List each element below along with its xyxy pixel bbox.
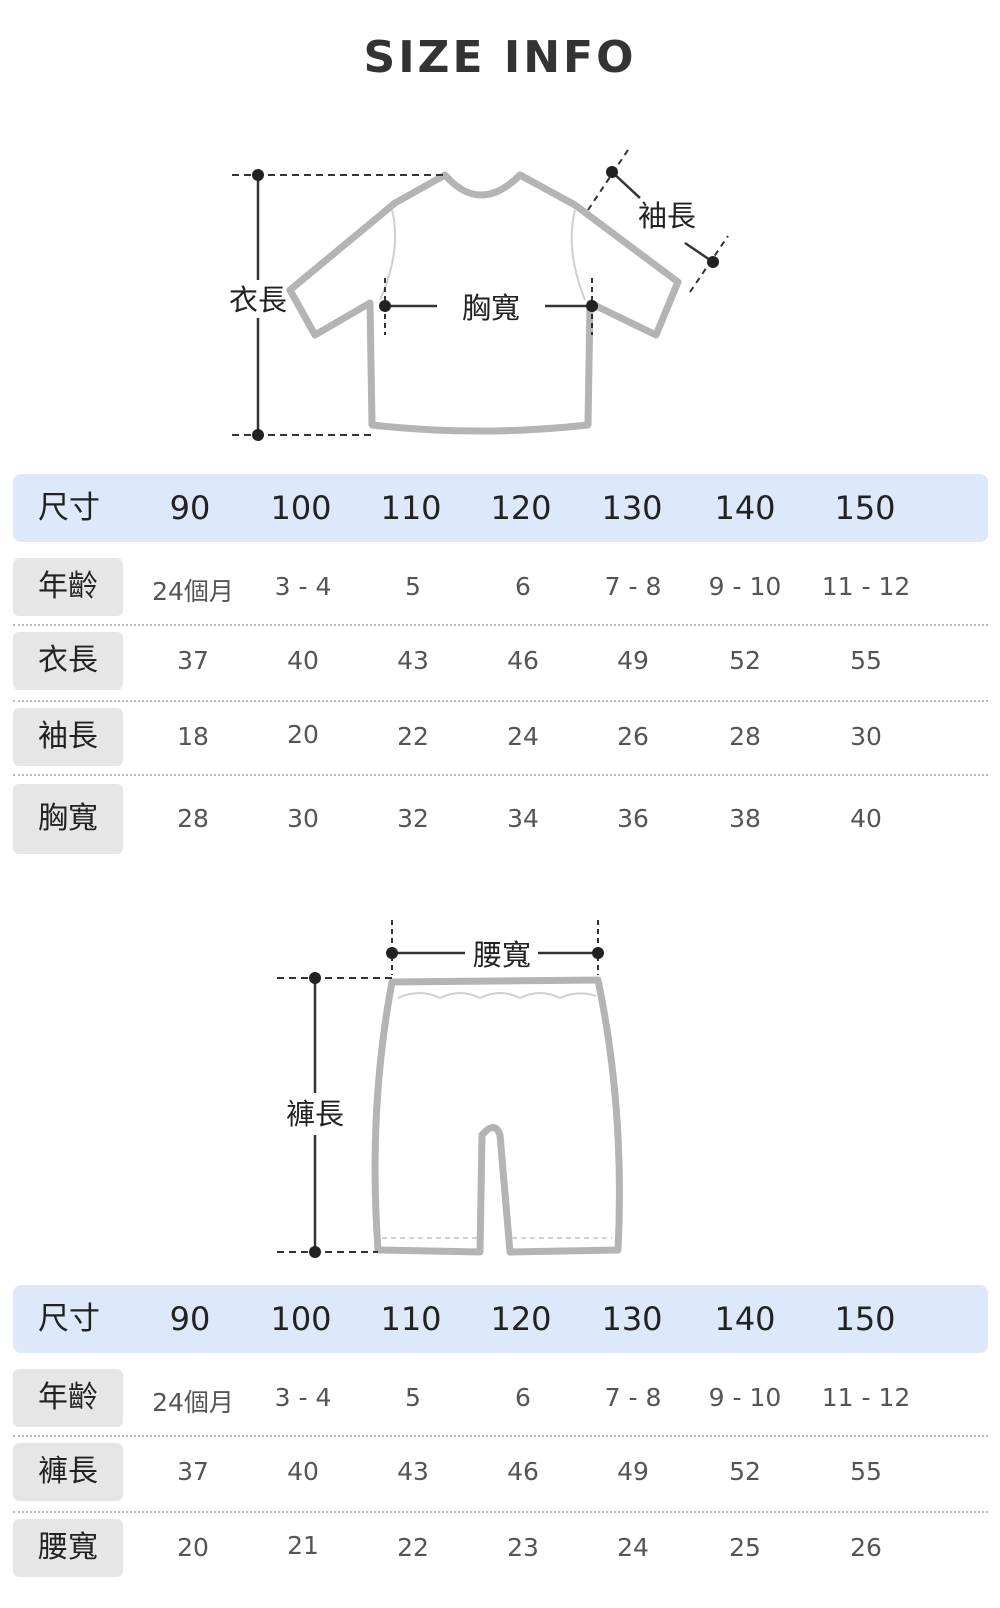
- row-label: 腰寬: [13, 1519, 123, 1577]
- table-cell: 52: [729, 1457, 761, 1486]
- size-cell: 110: [380, 489, 442, 527]
- table-row: 袖長 18 20 22 24 26 28 30: [13, 702, 988, 776]
- table-cell: 46: [507, 1457, 539, 1486]
- size-cell: 120: [490, 489, 552, 527]
- table-row: 衣長 37 40 43 46 49 52 55: [13, 626, 988, 702]
- waist-width-label: 腰寬: [473, 938, 531, 972]
- table-cell: 30: [850, 722, 882, 751]
- table-cell: 22: [397, 722, 429, 751]
- size-cell: 120: [490, 1300, 552, 1338]
- table-cell: 7 - 8: [604, 572, 662, 601]
- size-cell: 150: [834, 489, 896, 527]
- table-row: 褲長 37 40 43 46 49 52 55: [13, 1437, 988, 1513]
- sleeve-length-label: 袖長: [638, 199, 696, 233]
- table-cell: 6: [515, 1383, 531, 1412]
- table-cell: 3 - 4: [274, 1383, 332, 1412]
- table-cell: 20: [287, 720, 319, 749]
- table-cell: 24: [617, 1533, 649, 1562]
- top-size-table: 尺寸 90 100 110 120 130 140 150 年齡 24個月 3 …: [13, 474, 988, 856]
- table-cell: 55: [850, 646, 882, 675]
- table-cell: 40: [287, 646, 319, 675]
- table-cell: 30: [287, 804, 319, 833]
- table-cell: 43: [397, 646, 429, 675]
- table-cell: 20: [177, 1533, 209, 1562]
- row-label: 袖長: [13, 708, 123, 766]
- row-label: 胸寬: [13, 784, 123, 854]
- row-label: 年齡: [13, 1369, 123, 1427]
- size-cell: 110: [380, 1300, 442, 1338]
- size-cell: 90: [169, 489, 211, 527]
- size-cell: 90: [169, 1300, 211, 1338]
- table-cell: 22: [397, 1533, 429, 1562]
- table-cell: 11 - 12: [821, 572, 911, 601]
- table-cell: 9 - 10: [708, 1383, 782, 1412]
- table-row: 年齡 24個月 3 - 4 5 6 7 - 8 9 - 10 11 - 12: [13, 556, 988, 626]
- row-label: 褲長: [13, 1443, 123, 1501]
- table-cell: 40: [287, 1457, 319, 1486]
- table-cell: 37: [177, 1457, 209, 1486]
- table-cell: 49: [617, 646, 649, 675]
- table-cell: 37: [177, 646, 209, 675]
- table-cell: 36: [617, 804, 649, 833]
- table-row: 胸寬 28 30 32 34 36 38 40: [13, 776, 988, 856]
- table-cell: 7 - 8: [604, 1383, 662, 1412]
- size-cell: 100: [270, 1300, 332, 1338]
- shirt-length-label: 衣長: [229, 283, 287, 317]
- size-cell: 100: [270, 489, 332, 527]
- size-cell: 130: [601, 1300, 663, 1338]
- shirt-illustration: 衣長 胸寬 袖長: [229, 149, 729, 441]
- table-cell: 25: [729, 1533, 761, 1562]
- size-cell: 150: [834, 1300, 896, 1338]
- pants-diagram: 腰寬 褲長: [0, 915, 1000, 1265]
- table-cell: 40: [850, 804, 882, 833]
- shirt-diagram: 衣長 胸寬 袖長: [0, 130, 1000, 450]
- table-cell: 32: [397, 804, 429, 833]
- table-row: 腰寬 20 21 22 23 24 25 26: [13, 1513, 988, 1589]
- table-cell: 38: [729, 804, 761, 833]
- table-header: 尺寸 90 100 110 120 130 140 150: [13, 474, 988, 542]
- table-cell: 21: [287, 1531, 319, 1560]
- table-cell: 9 - 10: [708, 572, 782, 601]
- table-cell: 28: [729, 722, 761, 751]
- table-cell: 5: [405, 1383, 421, 1412]
- header-label: 尺寸: [38, 490, 100, 526]
- table-cell: 11 - 12: [821, 1383, 911, 1412]
- table-cell: 26: [850, 1533, 882, 1562]
- table-cell: 34: [507, 804, 539, 833]
- table-cell: 55: [850, 1457, 882, 1486]
- size-cell: 140: [714, 1300, 776, 1338]
- table-cell: 43: [397, 1457, 429, 1486]
- table-cell: 26: [617, 722, 649, 751]
- page-title: SIZE INFO: [363, 32, 637, 83]
- table-cell: 24: [507, 722, 539, 751]
- table-cell: 24個月: [152, 577, 234, 606]
- header-label: 尺寸: [38, 1301, 100, 1337]
- size-cell: 130: [601, 489, 663, 527]
- table-cell: 6: [515, 572, 531, 601]
- pants-length-label: 褲長: [286, 1097, 344, 1131]
- bottom-size-table: 尺寸 90 100 110 120 130 140 150 年齡 24個月 3 …: [13, 1285, 988, 1589]
- pants-illustration: 腰寬 褲長: [277, 920, 623, 1258]
- table-cell: 49: [617, 1457, 649, 1486]
- table-cell: 18: [177, 722, 209, 751]
- size-cell: 140: [714, 489, 776, 527]
- table-header: 尺寸 90 100 110 120 130 140 150: [13, 1285, 988, 1353]
- row-label: 衣長: [13, 632, 123, 690]
- table-cell: 23: [507, 1533, 539, 1562]
- table-row: 年齡 24個月 3 - 4 5 6 7 - 8 9 - 10 11 - 12: [13, 1367, 988, 1437]
- row-label: 年齡: [13, 558, 123, 616]
- table-cell: 3 - 4: [274, 572, 332, 601]
- pants-outline: [371, 976, 623, 1256]
- chest-width-label: 胸寬: [462, 291, 520, 325]
- table-cell: 24個月: [152, 1388, 234, 1417]
- table-cell: 5: [405, 572, 421, 601]
- table-cell: 28: [177, 804, 209, 833]
- shirt-outline: [286, 171, 682, 435]
- table-cell: 52: [729, 646, 761, 675]
- table-cell: 46: [507, 646, 539, 675]
